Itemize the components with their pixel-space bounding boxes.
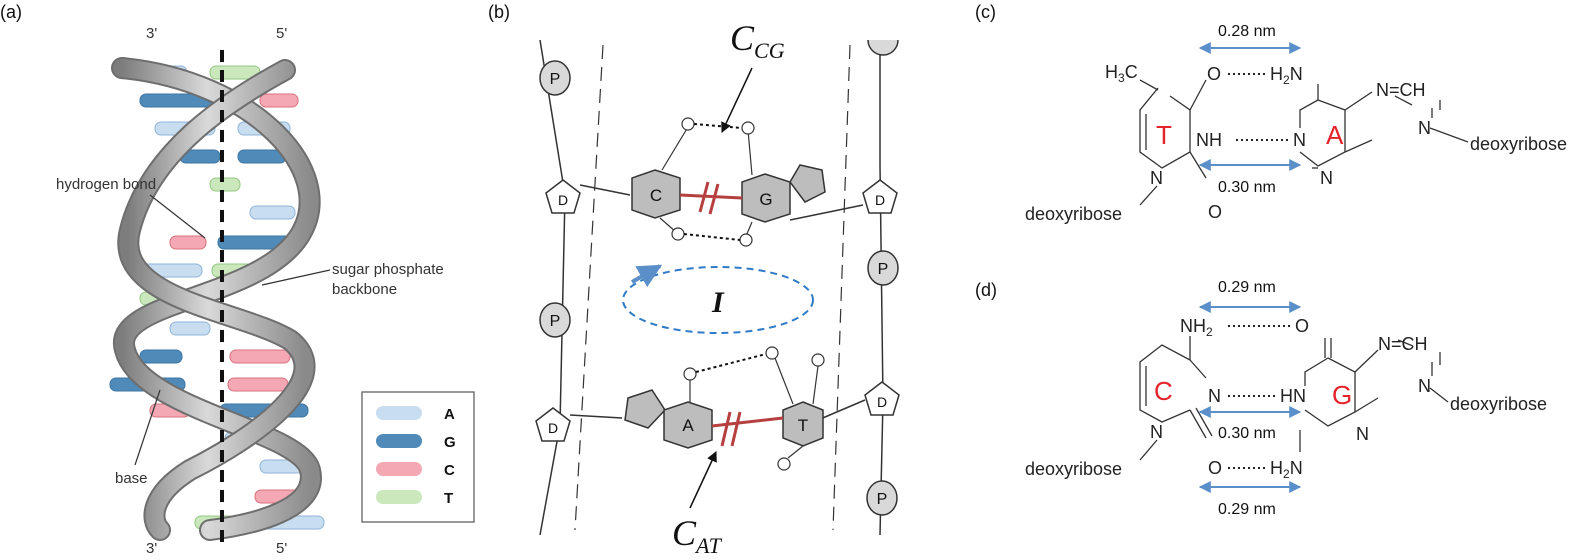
label-hydrogen-bond: hydrogen bond bbox=[56, 176, 156, 193]
svg-text:P: P bbox=[550, 71, 561, 88]
strand-label-bottom-left: 3' bbox=[146, 540, 157, 557]
atom-o-bottom-d: O bbox=[1208, 458, 1222, 478]
legend-label-c: C bbox=[444, 462, 455, 479]
bond-deoxy-left-d bbox=[1139, 439, 1158, 461]
bond-deoxy-right-c bbox=[1429, 127, 1469, 143]
leader-backbone bbox=[261, 269, 331, 286]
legend-swatch-c bbox=[376, 462, 422, 476]
amino-group-d-bottom: H2N bbox=[1270, 458, 1303, 481]
cg-base-pair: C G bbox=[579, 117, 864, 247]
right-dashed-guide bbox=[832, 44, 851, 531]
current-direction-arrow bbox=[631, 264, 663, 288]
atom-n-acceptor-d: N bbox=[1208, 386, 1221, 406]
atom-n-ring-d: N bbox=[1356, 424, 1369, 444]
panel-d: (d) 0.29 nm NH2 O N N O C deoxyribose bbox=[975, 279, 1547, 518]
base-letter-c: C bbox=[1154, 376, 1173, 406]
deoxyribose-group: D D D D bbox=[535, 179, 900, 442]
svg-text:A: A bbox=[682, 416, 694, 435]
current-loop bbox=[622, 266, 814, 334]
amino-group-d: NH2 bbox=[1180, 316, 1213, 339]
svg-text:C: C bbox=[650, 186, 662, 205]
deoxyribose-left-c: deoxyribose bbox=[1025, 204, 1122, 224]
bond-deoxy-right-d bbox=[1429, 387, 1449, 403]
atom-n-ch-d: N=CH bbox=[1378, 334, 1428, 354]
svg-text:P: P bbox=[877, 491, 888, 508]
atom-o-top-d: O bbox=[1295, 316, 1309, 336]
atom-n-ring-c: N bbox=[1320, 168, 1333, 188]
distance-d-top: 0.29 nm bbox=[1218, 279, 1276, 296]
atom-o-top: O bbox=[1207, 64, 1221, 84]
cat-label: CAT bbox=[672, 513, 723, 558]
label-base: base bbox=[115, 470, 148, 487]
legend-label-g: G bbox=[444, 434, 456, 451]
distance-d-bottom: 0.29 nm bbox=[1218, 501, 1276, 518]
cytosine-ring bbox=[1139, 336, 1213, 439]
strand-label-top-left: 3' bbox=[146, 25, 157, 42]
atom-o-bottom: O bbox=[1208, 202, 1222, 222]
panel-a-tag: (a) bbox=[0, 2, 22, 22]
panel-b: (b) P P P P D D D D bbox=[488, 2, 900, 558]
atom-hn: HN bbox=[1280, 386, 1306, 406]
svg-text:D: D bbox=[558, 192, 568, 208]
bond-deoxy-left bbox=[1139, 185, 1158, 206]
base-letter-g: G bbox=[1332, 380, 1352, 410]
svg-text:D: D bbox=[877, 394, 887, 410]
at-base-pair: A T bbox=[569, 346, 866, 471]
distance-c-bottom: 0.30 nm bbox=[1218, 179, 1276, 196]
svg-text:T: T bbox=[798, 416, 808, 435]
panel-c: (c) 0.28 nm H3C O NH N O T deoxyribose H… bbox=[975, 2, 1567, 224]
ccg-arrow bbox=[721, 67, 753, 133]
label-backbone: backbone bbox=[332, 281, 397, 298]
atom-n-cytosine: N bbox=[1150, 422, 1163, 442]
base-letter-t: T bbox=[1156, 120, 1172, 150]
atom-n-imidazole-d: N bbox=[1418, 376, 1431, 396]
guanine-ring bbox=[1299, 338, 1441, 452]
base-legend: A G C T bbox=[361, 391, 475, 523]
legend-label-t: T bbox=[444, 490, 453, 507]
legend-label-a: A bbox=[444, 406, 455, 423]
svg-text:D: D bbox=[875, 192, 885, 208]
left-backbone bbox=[539, 39, 566, 536]
cat-arrow bbox=[689, 451, 717, 509]
methyl-group: H3C bbox=[1105, 62, 1138, 85]
atom-n-ch-c: N=CH bbox=[1376, 80, 1426, 100]
distance-d-mid: 0.30 nm bbox=[1218, 425, 1276, 442]
ccg-label: CCG bbox=[730, 18, 785, 63]
strand-label-top-right: 5' bbox=[276, 25, 287, 42]
leader-hydrogen-bond bbox=[149, 194, 206, 239]
atom-n-acceptor-c: N bbox=[1293, 130, 1306, 150]
atom-n-thymine: N bbox=[1150, 168, 1163, 188]
deoxyribose-left-d: deoxyribose bbox=[1025, 459, 1122, 479]
svg-text:P: P bbox=[550, 313, 561, 330]
adenine-ring bbox=[1299, 84, 1441, 169]
legend-swatch-t bbox=[376, 490, 422, 504]
svg-text:P: P bbox=[878, 261, 889, 278]
leader-base bbox=[134, 389, 161, 466]
svg-text:D: D bbox=[548, 420, 558, 436]
deoxyribose-right-c: deoxyribose bbox=[1470, 134, 1567, 154]
label-sugar-phosphate: sugar phosphate bbox=[332, 261, 444, 278]
legend-swatch-a bbox=[376, 406, 422, 420]
current-label: I bbox=[711, 286, 725, 319]
left-dashed-guide bbox=[574, 44, 604, 531]
phosphate-group: P P P P bbox=[539, 39, 899, 516]
thymine-ring bbox=[1139, 79, 1207, 179]
atom-n-imidazole-c: N bbox=[1418, 118, 1431, 138]
distance-c-top: 0.28 nm bbox=[1218, 23, 1276, 40]
atom-nh: NH bbox=[1196, 130, 1222, 150]
svg-text:G: G bbox=[759, 190, 772, 209]
panel-b-tag: (b) bbox=[488, 2, 510, 22]
amino-group-c: H2N bbox=[1270, 64, 1303, 87]
deoxyribose-right-d: deoxyribose bbox=[1450, 394, 1547, 414]
helix-ribbons bbox=[111, 57, 322, 541]
panel-a: (a) 3' 5' 3' 5' bbox=[0, 2, 475, 557]
legend-swatch-g bbox=[376, 434, 422, 448]
panel-d-tag: (d) bbox=[975, 280, 997, 300]
right-backbone bbox=[879, 40, 884, 536]
base-letter-a: A bbox=[1326, 120, 1344, 150]
panel-c-tag: (c) bbox=[975, 2, 996, 22]
strand-label-bottom-right: 5' bbox=[276, 540, 287, 557]
